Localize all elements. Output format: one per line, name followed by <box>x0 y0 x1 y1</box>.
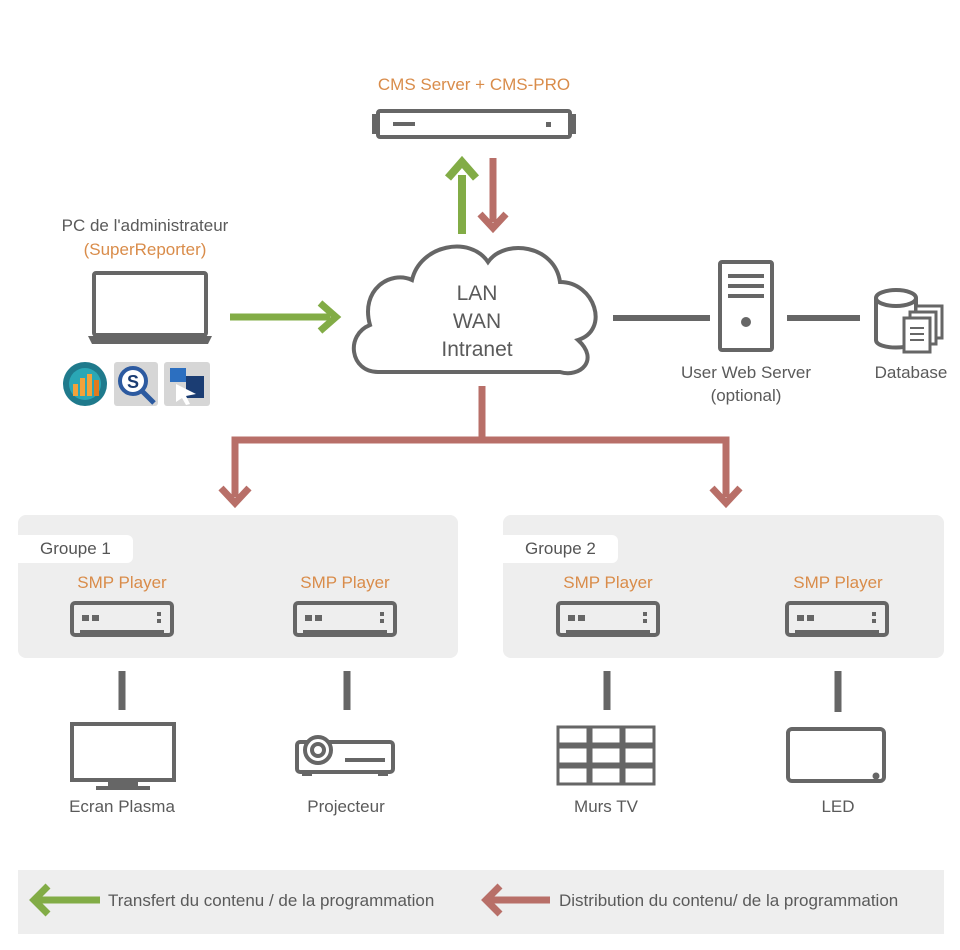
device-projector-label: Projecteur <box>307 797 385 816</box>
superreporter-app-icon <box>63 362 107 406</box>
cloud-label-intranet: Intranet <box>441 338 513 361</box>
web-server-icon <box>718 260 774 352</box>
legend-panel <box>18 870 944 934</box>
remote-app-icon <box>164 362 210 406</box>
web-server-label: User Web Server <box>680 363 812 382</box>
smp-player-1-icon <box>70 601 174 637</box>
smp-player-2-icon <box>293 601 397 637</box>
legend-distribution-arrow <box>481 883 550 917</box>
plasma-screen-icon <box>70 722 176 790</box>
smp-player-3-icon <box>556 601 660 637</box>
legend-transfer-text: Transfert du contenu / de la programmati… <box>108 891 435 910</box>
search-app-icon: S <box>114 362 158 406</box>
admin-pc-sublabel: (SuperReporter) <box>83 240 207 259</box>
group-2-label: Groupe 2 <box>503 535 618 563</box>
admin-pc-label: PC de l'administrateur <box>61 216 229 235</box>
device-plasma-label: Ecran Plasma <box>69 797 175 816</box>
projector-icon <box>295 735 395 776</box>
legend-transfer-arrow <box>29 883 100 917</box>
upload-arrow <box>444 155 480 234</box>
smp-player-4-icon <box>785 601 889 637</box>
smp-player-1-label: SMP Player <box>77 573 167 592</box>
cms-server-label: CMS Server + CMS-PRO <box>377 75 571 94</box>
cms-server-icon <box>372 109 576 139</box>
device-led-label: LED <box>821 797 855 816</box>
svg-text:S: S <box>127 372 139 392</box>
smp-player-3-label: SMP Player <box>563 573 653 592</box>
group-1-label: Groupe 1 <box>18 535 133 563</box>
cloud-label-wan: WAN <box>452 310 502 333</box>
database-label: Database <box>874 363 948 382</box>
laptop-icon <box>88 271 212 344</box>
video-wall-icon <box>556 725 656 786</box>
device-video-wall-label: Murs TV <box>574 797 638 816</box>
distribution-arrows <box>218 386 743 509</box>
cloud-label-lan: LAN <box>456 282 498 305</box>
smp-player-4-label: SMP Player <box>793 573 883 592</box>
transfer-arrow <box>230 300 342 334</box>
download-arrow <box>477 158 509 234</box>
web-server-sublabel: (optional) <box>710 386 782 405</box>
legend-distribution-text: Distribution du contenu/ de la programma… <box>559 891 899 910</box>
smp-player-2-label: SMP Player <box>300 573 390 592</box>
cloud-icon <box>351 244 598 376</box>
database-icon <box>874 288 944 354</box>
led-display-icon <box>786 727 886 783</box>
